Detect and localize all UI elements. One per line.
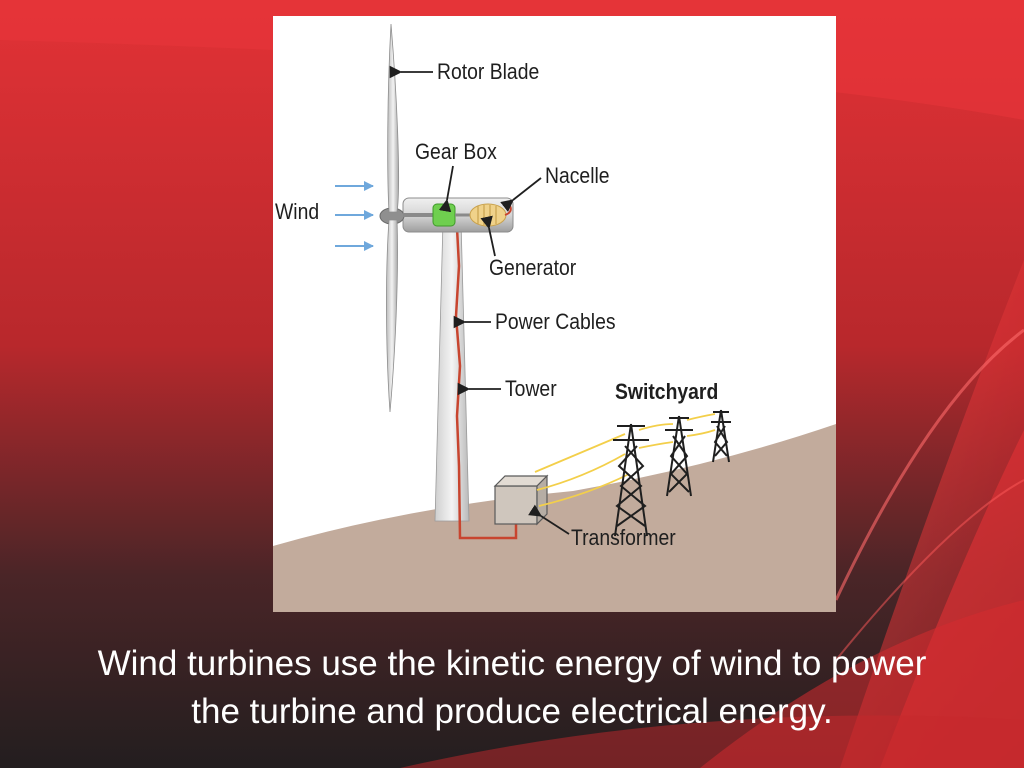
caption-line-2: the turbine and produce electrical energ… <box>191 692 833 731</box>
pylon-2 <box>665 415 693 497</box>
label-nacelle: Nacelle <box>545 163 610 188</box>
power-cable <box>454 227 518 540</box>
label-tower: Tower <box>505 376 557 401</box>
tower <box>434 220 470 522</box>
caption-line-1: Wind turbines use the kinetic energy of … <box>97 644 927 683</box>
label-switchyard: Switchyard <box>615 379 719 404</box>
pylon-1 <box>613 423 649 537</box>
pylon-3 <box>711 409 731 463</box>
wind-turbine-diagram <box>273 23 836 612</box>
label-generator: Generator <box>489 255 577 280</box>
label-rotor-blade: Rotor Blade <box>437 59 540 84</box>
slide-caption: Wind turbines use the kinetic energy of … <box>0 640 1024 736</box>
generator <box>469 203 507 227</box>
power-lines <box>534 413 716 507</box>
transformer <box>493 474 549 526</box>
label-gear-box: Gear Box <box>415 139 497 164</box>
label-wind: Wind <box>275 199 320 224</box>
label-pointers <box>389 65 570 535</box>
label-power-cables: Power Cables <box>495 309 616 334</box>
rotor-blade <box>387 23 400 213</box>
label-transformer: Transformer <box>571 525 676 550</box>
rotor-blade-lower <box>386 219 398 413</box>
ground-hill <box>273 424 836 612</box>
diagram-panel: Rotor Blade Gear Box Nacelle Wind Genera… <box>273 16 836 612</box>
gear-box <box>432 203 456 227</box>
wind-arrows <box>335 181 374 251</box>
